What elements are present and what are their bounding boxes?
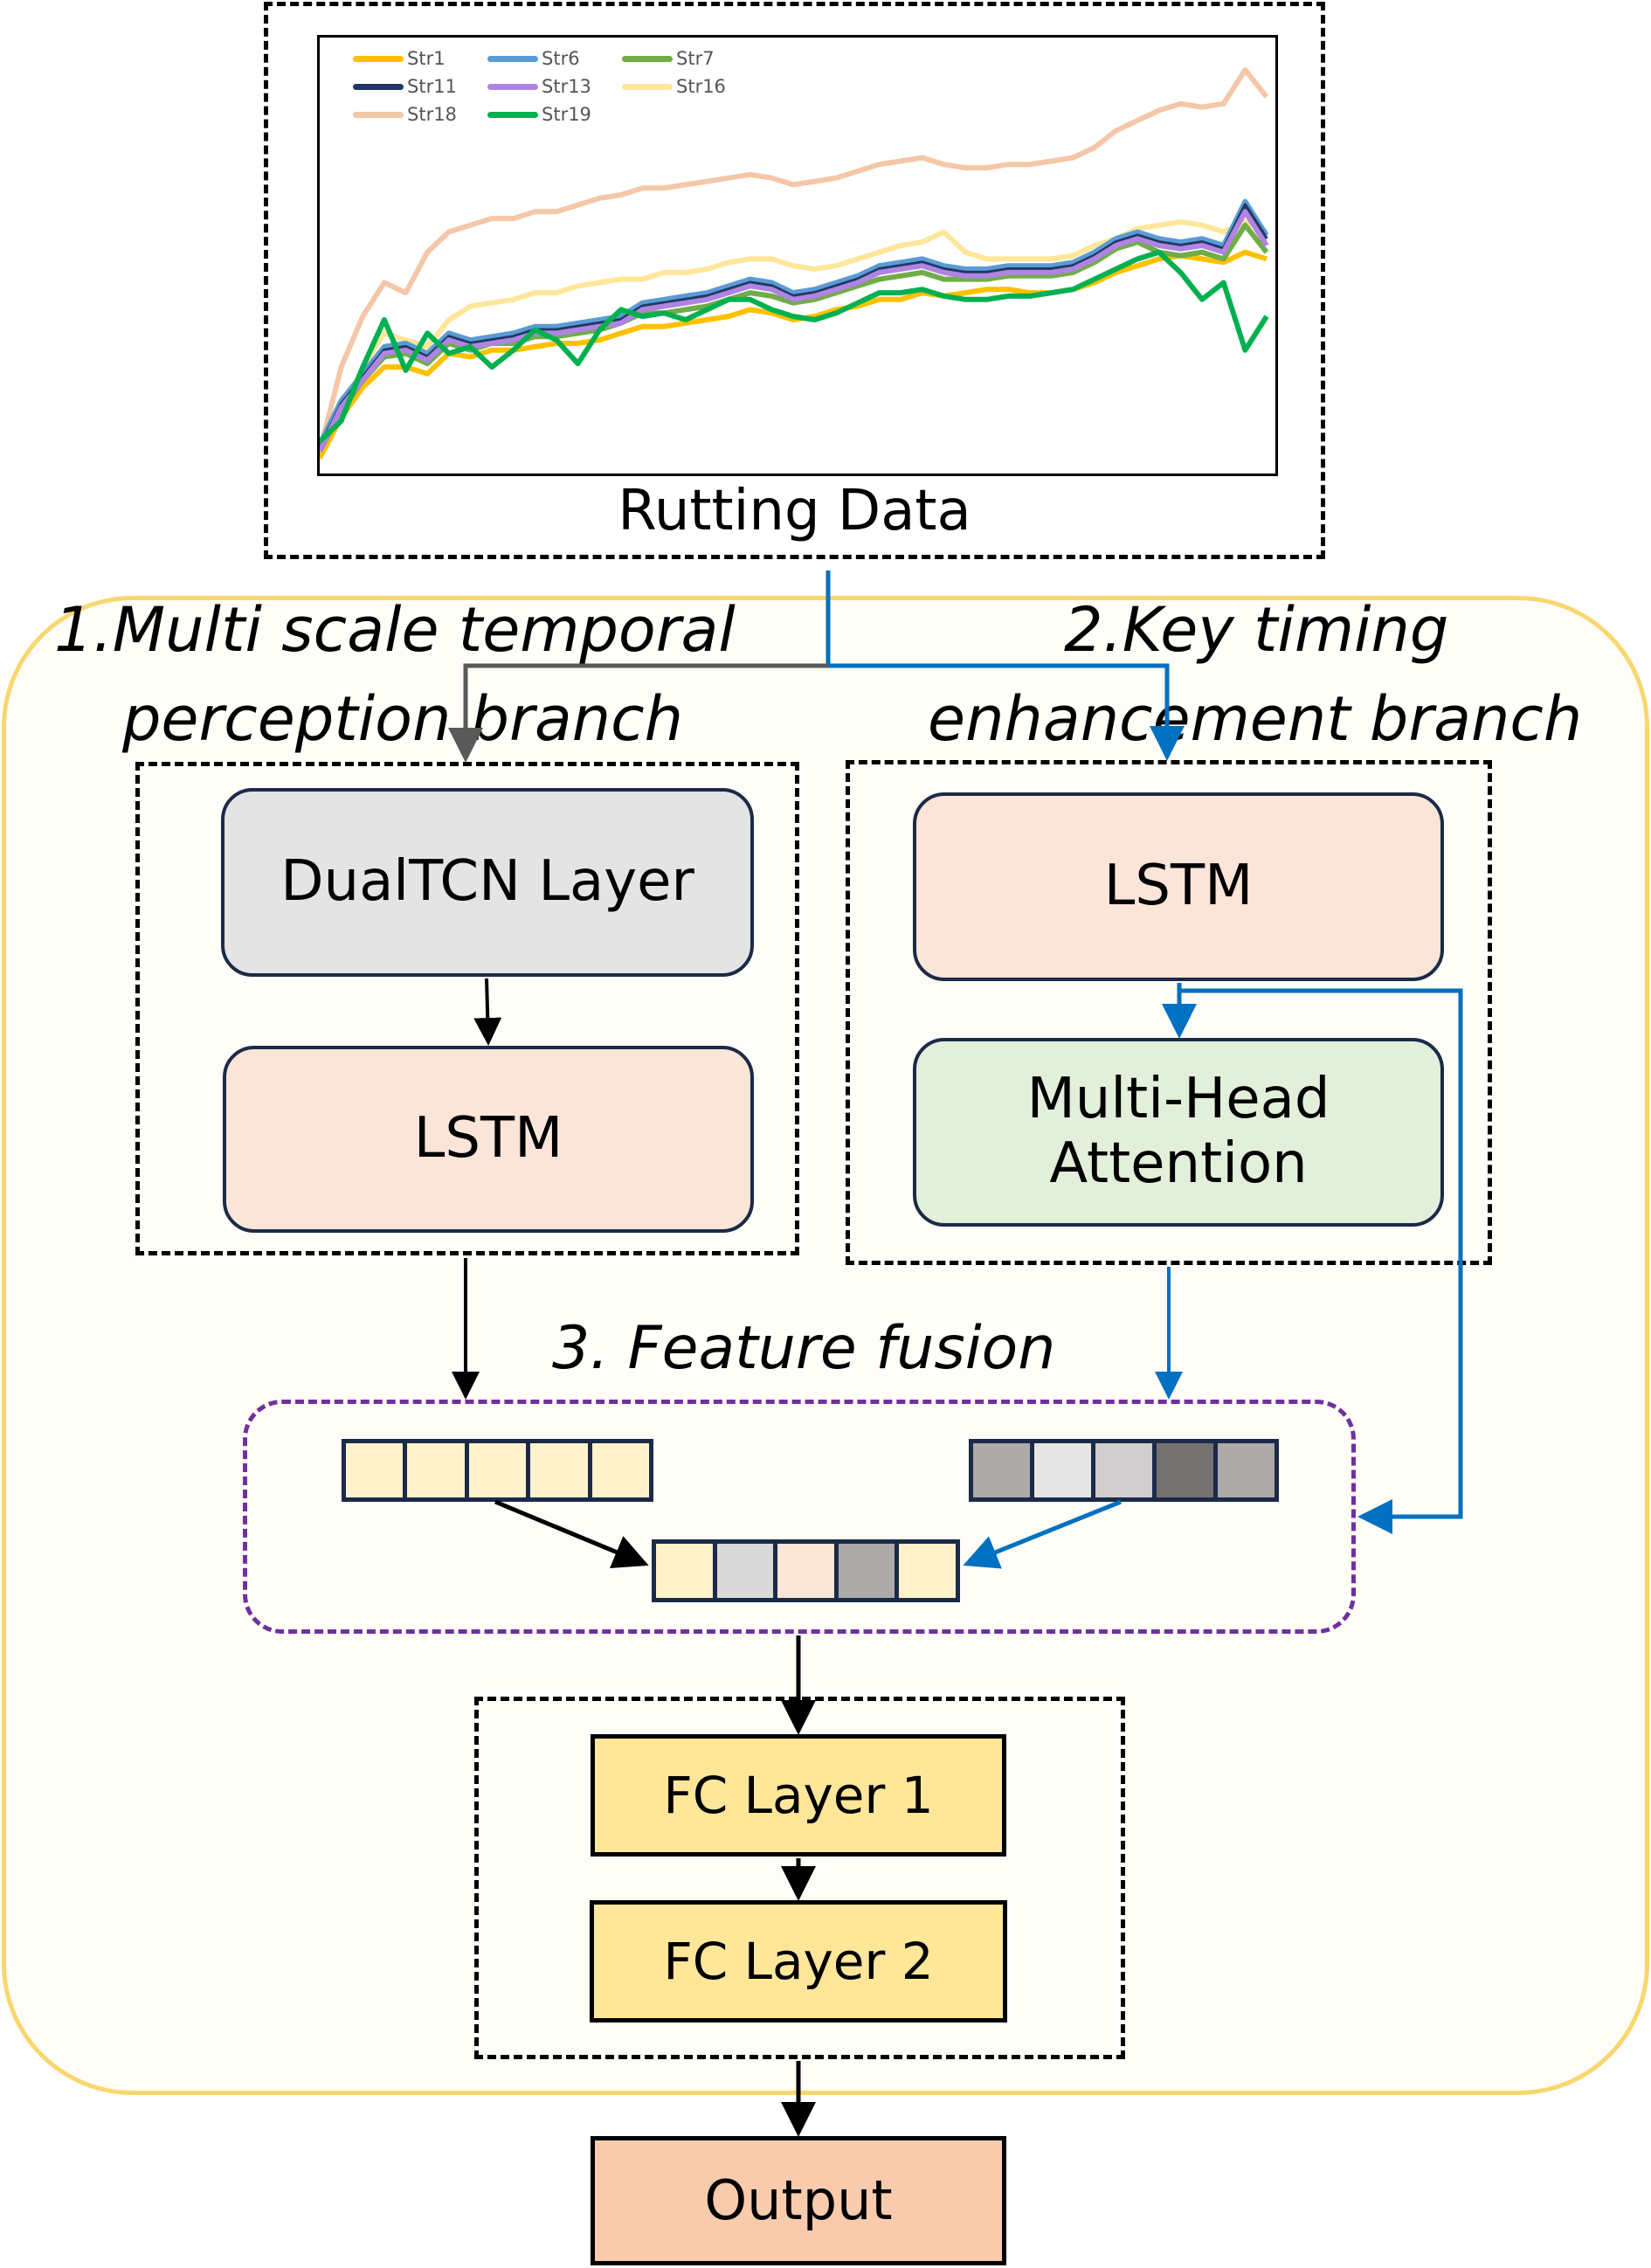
fused-vector-cell — [838, 1544, 900, 1598]
fused-vector-cell — [777, 1544, 839, 1598]
right-vector-to-fused-arrow — [963, 1499, 1122, 1569]
legend-swatch — [487, 55, 538, 62]
legend-swatch — [622, 83, 673, 90]
series-line-str6 — [320, 198, 1269, 446]
branch2-vector-cell — [1034, 1443, 1095, 1497]
branch2-vector-cell — [1218, 1443, 1275, 1497]
legend-label: Str16 — [676, 76, 726, 97]
attention-label-line1: Multi-Head — [1026, 1067, 1330, 1132]
feature-fusion-container — [243, 1400, 1356, 1634]
feature-fusion-title: 3. Feature fusion — [552, 1314, 1056, 1383]
fc-layer-1-node: FC Layer 1 — [591, 1734, 1006, 1857]
legend-label: Str6 — [542, 48, 580, 69]
series-line-str18 — [320, 67, 1269, 453]
split-to-branch2-arrow — [828, 663, 1185, 761]
lstm-skip-connection-arrow — [1179, 988, 1463, 1534]
legend-swatch — [487, 83, 538, 90]
legend-item-str13: Str13 — [487, 76, 591, 97]
dualtcn-to-lstm-arrow — [473, 978, 502, 1046]
legend-item-str11: Str11 — [353, 76, 457, 97]
fused-vector-cell — [716, 1544, 778, 1598]
legend-label: Str18 — [407, 104, 457, 125]
legend-label: Str11 — [407, 76, 457, 97]
branch2-container — [846, 760, 1492, 1265]
split-to-branch1-arrow — [448, 663, 828, 763]
branch1-vector-cell — [346, 1443, 408, 1497]
branch1-title-line1: 1.Multi scale temporal — [54, 594, 736, 666]
branch2-title-line1: 2.Key timing — [1064, 594, 1449, 666]
branch1-feature-vector — [342, 1439, 653, 1502]
branch1-vector-cell — [407, 1443, 469, 1497]
legend-item-str1: Str1 — [353, 48, 446, 69]
dualtcn-layer-node: DualTCN Layer — [221, 788, 754, 977]
legend-label: Str19 — [542, 104, 591, 125]
legend-swatch — [622, 55, 673, 62]
fused-feature-vector — [652, 1539, 960, 1602]
legend-label: Str1 — [407, 48, 446, 69]
branch1-title-line2: perception branch — [122, 683, 683, 755]
branch1-vector-cell — [591, 1443, 650, 1497]
branch2-title-line2: enhancement branch — [928, 683, 1583, 755]
rutting-chart-plot — [320, 67, 1269, 460]
output-node: Output — [591, 2136, 1006, 2265]
branch1-container — [135, 762, 799, 1255]
fc-layer-2-node: FC Layer 2 — [590, 1900, 1007, 2023]
branch1-vector-cell — [468, 1443, 531, 1497]
branch1-lstm-node: LSTM — [223, 1046, 754, 1233]
legend-item-str18: Str18 — [353, 104, 457, 125]
branch1-vector-cell — [530, 1443, 592, 1497]
branch2-feature-vector — [969, 1439, 1279, 1502]
series-line-str11 — [320, 203, 1268, 449]
branch2-vector-cell — [973, 1443, 1034, 1497]
fused-vector-cell — [899, 1544, 956, 1598]
legend-swatch — [353, 83, 404, 90]
left-vector-to-fused-arrow — [494, 1499, 649, 1569]
attention-label-line2: Attention — [1049, 1131, 1308, 1196]
input-data-container — [264, 2, 1325, 559]
branch2-vector-cell — [1095, 1443, 1157, 1497]
branch2-vector-cell — [1157, 1443, 1218, 1497]
legend-item-str19: Str19 — [487, 104, 591, 125]
rutting-data-caption: Rutting Data — [618, 479, 971, 543]
legend-swatch — [353, 111, 404, 118]
legend-item-str7: Str7 — [622, 48, 715, 69]
legend-item-str16: Str16 — [622, 76, 726, 97]
fused-vector-cell — [656, 1544, 717, 1598]
series-line-str19 — [320, 249, 1269, 444]
series-line-str13 — [320, 209, 1269, 453]
legend-label: Str7 — [676, 48, 715, 69]
multi-head-attention-node: Multi-Head Attention — [913, 1038, 1444, 1227]
legend-swatch — [353, 55, 404, 62]
legend-label: Str13 — [542, 76, 591, 97]
legend-item-str6: Str6 — [487, 48, 580, 69]
branch2-lstm-node: LSTM — [913, 792, 1444, 981]
legend-swatch — [487, 111, 538, 118]
